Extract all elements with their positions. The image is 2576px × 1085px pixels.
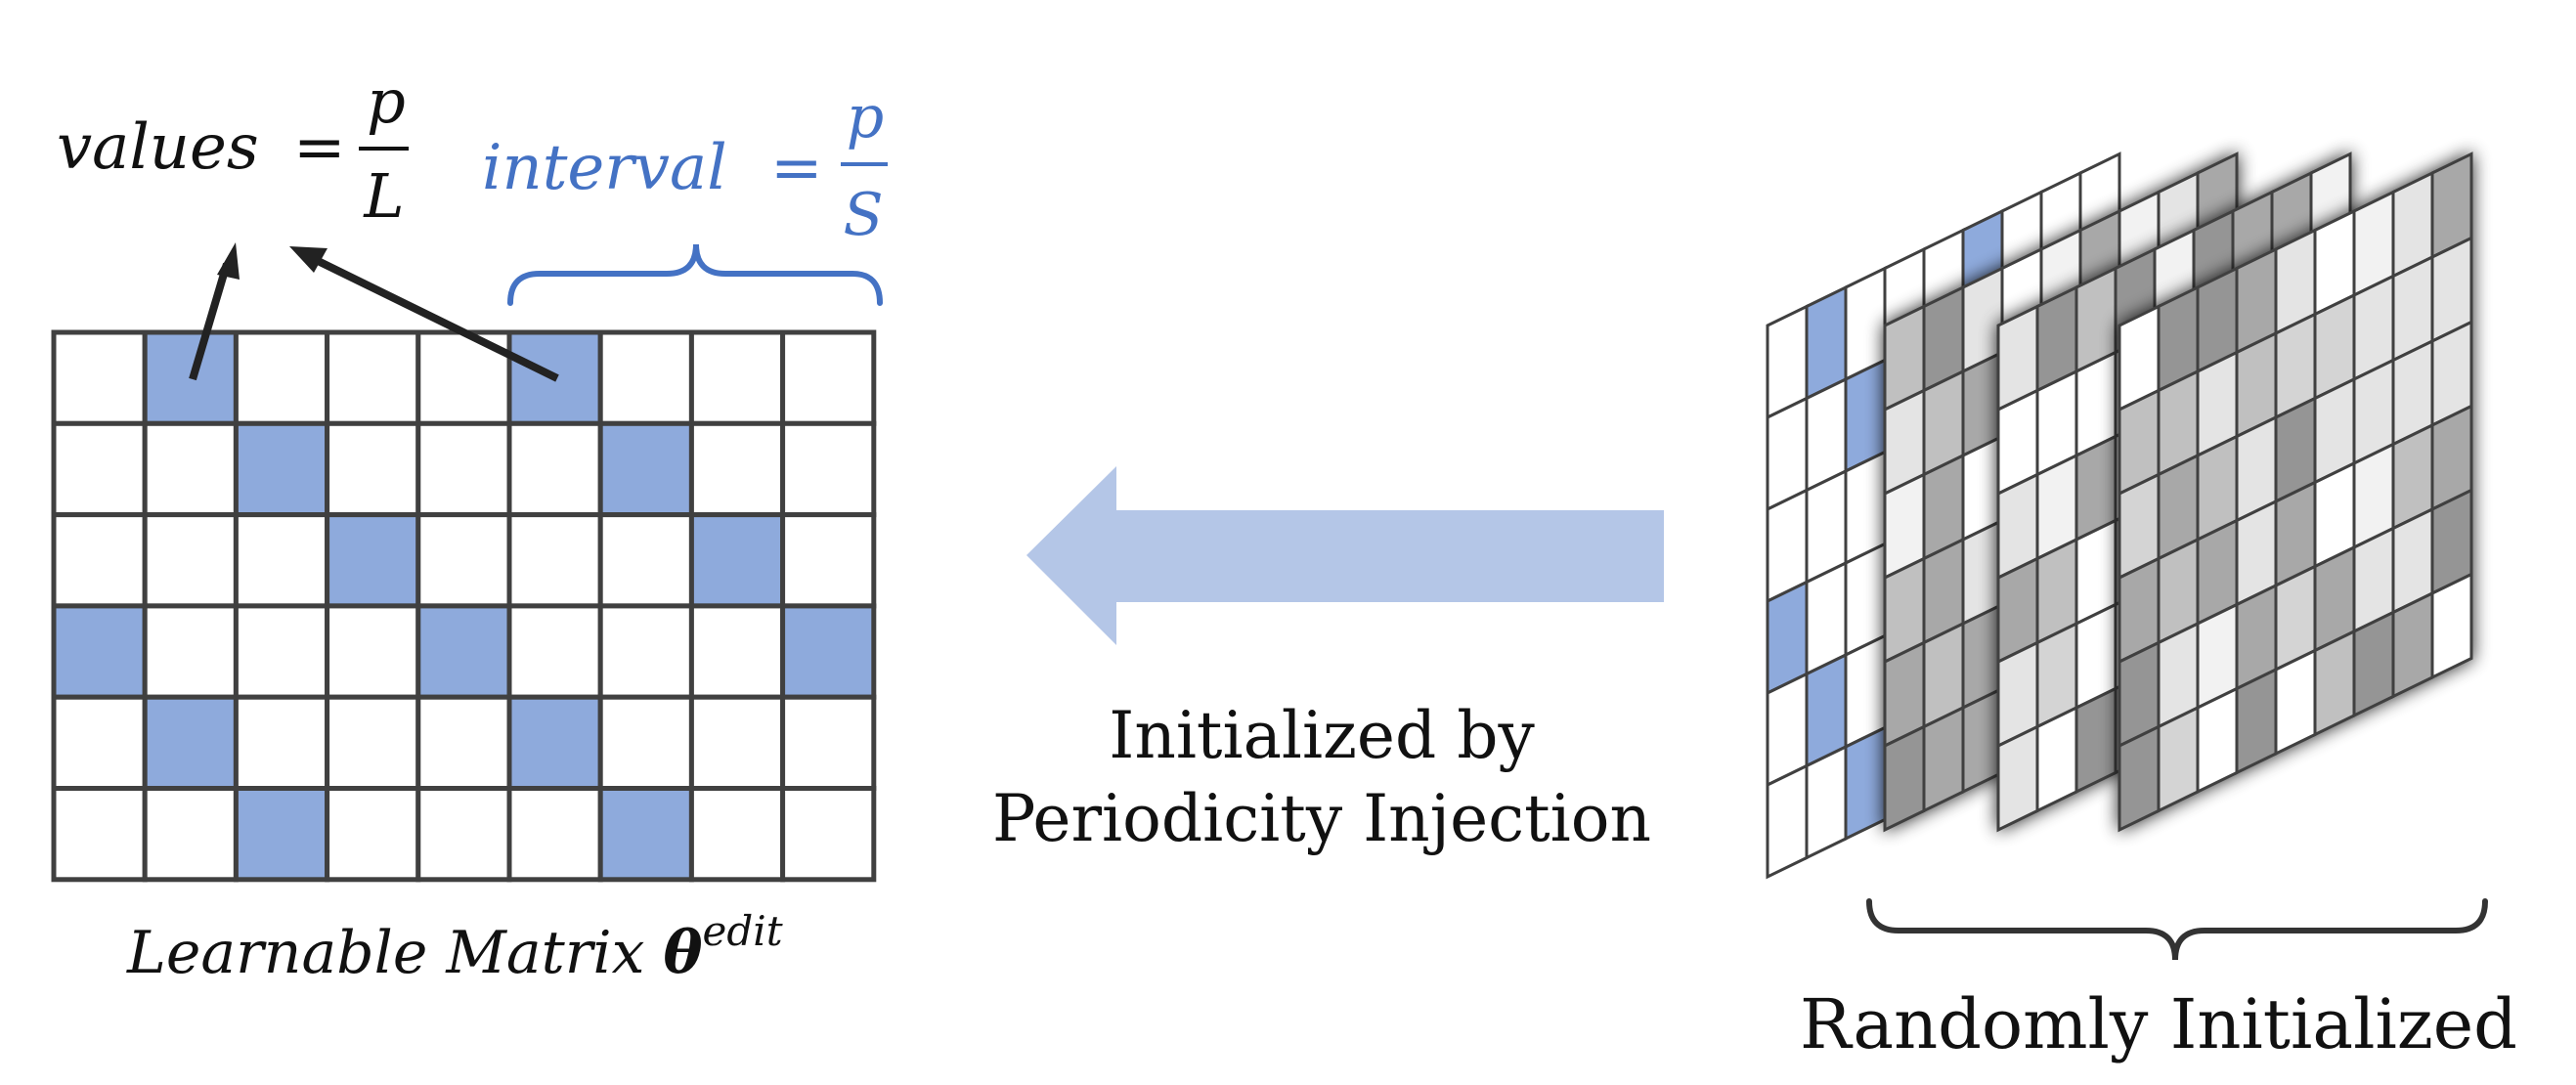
stack-cell [2196,686,2239,795]
matrix-cell [142,420,239,518]
matrix-cell [142,512,239,609]
matrix-cell [597,512,694,609]
matrix-cell [415,512,512,609]
pointer-arrowhead-short [217,242,240,280]
matrix-cell [688,603,786,700]
matrix-cell [233,603,330,700]
matrix-cell [142,603,239,700]
stack-cell [1922,705,1965,813]
matrix-caption-symbol: θ [664,919,703,987]
arrow-caption-line2: Periodicity Injection [992,781,1651,856]
pointer-arrow-long [304,251,559,382]
formula-interval-denominator: S [843,181,883,249]
matrix-cell-highlighted [233,420,330,518]
matrix-cell-highlighted [415,603,512,700]
matrix-cell-highlighted [325,512,421,609]
arrow-caption-line1: Initialized by [1109,698,1535,773]
stack-cell [2274,648,2317,757]
formula-interval-numerator: p [847,83,884,152]
formula-interval-eq: = [770,132,823,204]
matrix-cell [688,420,786,518]
big-arrow [1026,466,1664,645]
formula-interval: interval = p S [482,83,888,249]
stack-cell [2118,724,2161,833]
stack-cell [2313,629,2356,737]
matrix-cell [688,694,786,792]
matrix-cell [780,329,877,426]
matrix-cell [325,420,421,518]
stack-cell [2352,610,2395,718]
matrix-cell-highlighted [51,603,148,700]
matrix-cell [51,694,148,792]
matrix-cell [415,786,512,883]
matrix-cell [325,329,421,426]
stack-cell [2157,705,2200,813]
pointer-arrows [189,242,559,382]
pointer-arrowhead-long [289,246,327,273]
stack-cell [2074,686,2118,795]
matrix-cell [51,329,148,426]
matrix-cell [506,603,603,700]
matrix-cell [688,786,786,883]
matrix-cell [415,694,512,792]
matrix-cell [780,786,877,883]
matrix-cell [51,512,148,609]
matrix-cell [233,694,330,792]
matrix-cell [688,329,786,426]
matrix-cell [415,420,512,518]
matrix-cell [51,786,148,883]
matrix-cell-highlighted [142,694,239,792]
matrix-cell-highlighted [506,694,603,792]
matrix-caption: Learnable Matrix θedit [126,907,783,987]
matrix-cell [597,603,694,700]
stack-cell [1766,763,1809,880]
learnable-matrix [51,329,877,883]
interval-brace [507,243,883,306]
matrix-cell [597,329,694,426]
stack-cell [2391,590,2434,699]
matrix-cell [506,786,603,883]
formula-values-lhs: values [57,111,259,184]
stack-cell [2430,572,2473,680]
matrix-cell [142,786,239,883]
matrix-cell-highlighted [233,786,330,883]
stack-cell [2235,667,2278,775]
matrix-cell-highlighted [597,420,694,518]
pointer-arrow-short [189,262,231,381]
matrix-cell [506,512,603,609]
formula-values: values = p L [57,65,409,232]
layer-stack [1766,152,2473,880]
matrix-cell [325,603,421,700]
matrix-cell [597,694,694,792]
matrix-cell [233,329,330,426]
formula-interval-lhs: interval [482,132,727,204]
matrix-cell [780,512,877,609]
stack-cell [1961,686,2004,795]
matrix-cell [506,420,603,518]
formula-values-denominator: L [363,160,404,232]
formula-values-eq: = [293,111,346,184]
matrix-caption-text: Learnable Matrix [126,919,664,987]
matrix-cell [325,694,421,792]
stack-cell [1844,725,1887,842]
matrix-caption-superscript: edit [703,907,783,955]
matrix-cell [325,786,421,883]
random-brace [1866,898,2488,961]
stack-cell [1996,724,2039,833]
stack-cell [1805,744,1848,860]
stack-caption: Randomly Initialized [1800,984,2517,1064]
stack-layer [2118,152,2473,833]
matrix-cell [780,694,877,792]
matrix-cell [780,420,877,518]
stack-cell [2035,705,2078,813]
matrix-cell-highlighted [597,786,694,883]
matrix-cell [51,420,148,518]
matrix-cell-highlighted [688,512,786,609]
formula-values-numerator: p [367,65,406,137]
stack-cell [1883,724,1926,833]
matrix-cell [233,512,330,609]
matrix-cell-highlighted [780,603,877,700]
